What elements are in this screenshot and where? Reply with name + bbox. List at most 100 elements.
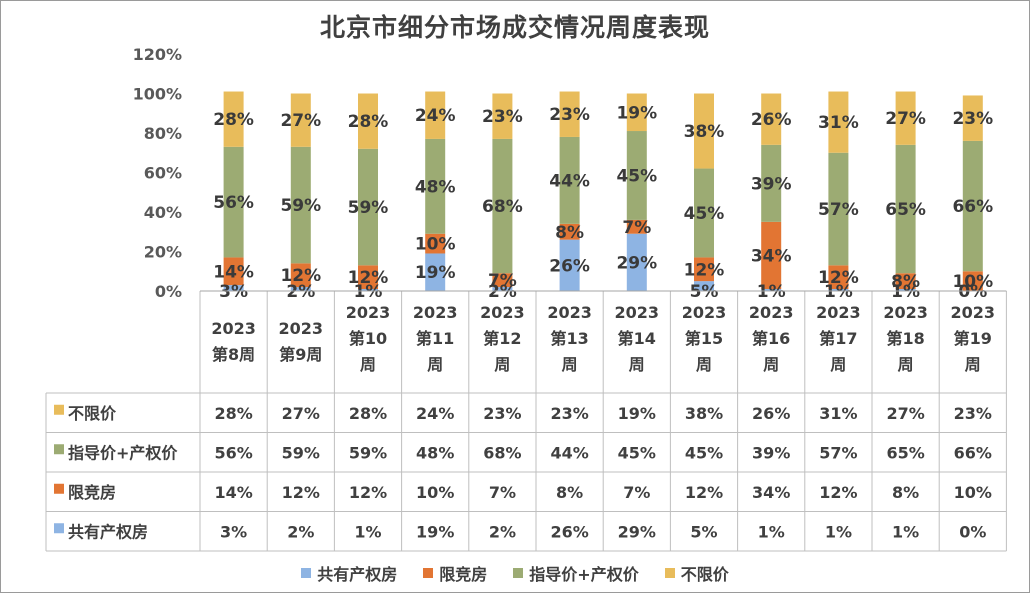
table-cell: 12% <box>685 483 723 502</box>
data-label: 57% <box>818 200 859 220</box>
data-label: 28% <box>348 112 389 132</box>
category-label: 2023 <box>480 303 525 322</box>
data-label: 10% <box>415 235 456 255</box>
bar-segment <box>559 91 580 137</box>
table-cell: 1% <box>825 522 852 541</box>
data-label: 66% <box>952 197 993 217</box>
bar-segment <box>694 93 714 169</box>
legend-label: 不限价 <box>680 565 729 584</box>
table-cell: 48% <box>416 443 454 462</box>
bar-segment <box>290 287 311 291</box>
bar-segment <box>626 93 647 132</box>
table-cell: 57% <box>819 443 857 462</box>
category-label: 2023 <box>279 319 324 338</box>
category-label: 2023 <box>211 319 256 338</box>
table-cell: 45% <box>685 443 723 462</box>
data-label: 1% <box>891 282 920 302</box>
bar-segment <box>223 285 244 291</box>
bar-segment <box>895 273 916 290</box>
bar-segment <box>492 287 513 291</box>
bar-segment <box>962 271 983 291</box>
data-label: 1% <box>757 282 786 302</box>
bar-segment <box>761 289 782 291</box>
data-label: 27% <box>280 111 321 131</box>
data-label: 23% <box>482 107 523 127</box>
table-cell: 28% <box>214 404 252 423</box>
data-label: 29% <box>616 253 657 273</box>
legend: 共有产权房限竞房指导价+产权价不限价 <box>0 561 1030 585</box>
table-cell: 38% <box>685 404 723 423</box>
data-label: 1% <box>354 282 383 302</box>
category-label: 2023 <box>883 303 928 322</box>
category-label: 2023 <box>615 303 660 322</box>
bar-segment <box>895 91 916 145</box>
table-series-name: 不限价 <box>68 404 117 423</box>
table-cell: 14% <box>214 483 252 502</box>
category-label: 第17 <box>819 329 857 348</box>
table-cell: 29% <box>618 522 656 541</box>
category-label: 周 <box>360 355 376 374</box>
data-label: 7% <box>622 218 651 238</box>
bar-segment <box>492 138 513 274</box>
bar-segment <box>761 221 782 290</box>
bar-segment <box>559 223 580 240</box>
category-label: 周 <box>696 355 712 374</box>
table-series-name: 共有产权房 <box>68 522 148 541</box>
bar-segment <box>223 91 244 147</box>
bar-segment <box>559 136 580 224</box>
legend-item: 共有产权房 <box>301 561 397 585</box>
table-series-name: 指导价+产权价 <box>68 443 178 462</box>
table-cell: 19% <box>416 522 454 541</box>
table-cell: 10% <box>416 483 454 502</box>
bar-segment <box>895 289 916 291</box>
legend-item: 指导价+产权价 <box>513 561 639 585</box>
table-cell: 3% <box>220 522 247 541</box>
category-label: 2023 <box>346 303 391 322</box>
data-label: 3% <box>219 282 248 302</box>
category-label: 周 <box>898 355 914 374</box>
category-label: 2023 <box>749 303 794 322</box>
table-cell: 1% <box>758 522 785 541</box>
data-label: 28% <box>213 110 254 130</box>
data-label: 44% <box>549 171 590 191</box>
data-label: 59% <box>348 198 389 218</box>
category-label: 第9周 <box>279 345 322 364</box>
table-cell: 5% <box>690 522 717 541</box>
table-cell: 10% <box>954 483 992 502</box>
category-label: 周 <box>830 355 846 374</box>
y-tick-label: 120% <box>133 45 182 64</box>
table-cell: 2% <box>489 522 516 541</box>
category-label: 第18 <box>886 329 924 348</box>
data-label: 0% <box>958 282 987 302</box>
data-label: 1% <box>824 282 853 302</box>
table-cell: 27% <box>886 404 924 423</box>
data-label: 19% <box>616 103 657 123</box>
category-label: 第13 <box>550 329 588 348</box>
y-tick-label: 20% <box>144 243 182 262</box>
bar-segment <box>626 131 647 220</box>
data-label: 26% <box>549 256 590 276</box>
data-label: 45% <box>684 204 725 224</box>
data-label: 12% <box>280 266 321 286</box>
data-label: 23% <box>549 105 590 125</box>
category-label: 2023 <box>816 303 861 322</box>
data-label: 34% <box>751 246 792 266</box>
category-label: 周 <box>494 355 510 374</box>
table-cell: 12% <box>819 483 857 502</box>
bar-segment <box>694 281 714 291</box>
legend-swatch <box>423 568 434 578</box>
legend-item: 不限价 <box>664 561 729 585</box>
data-label: 48% <box>415 177 456 197</box>
table-cell: 39% <box>752 443 790 462</box>
table-series-name: 限竞房 <box>68 483 116 502</box>
data-label: 12% <box>818 268 859 288</box>
data-label: 10% <box>952 272 993 292</box>
data-label: 56% <box>213 193 254 213</box>
table-cell: 65% <box>886 443 924 462</box>
data-label: 59% <box>280 196 321 216</box>
table-cell: 31% <box>819 404 857 423</box>
bar-segment <box>626 219 647 234</box>
bar-segment <box>962 95 983 141</box>
table-cell: 8% <box>556 483 583 502</box>
